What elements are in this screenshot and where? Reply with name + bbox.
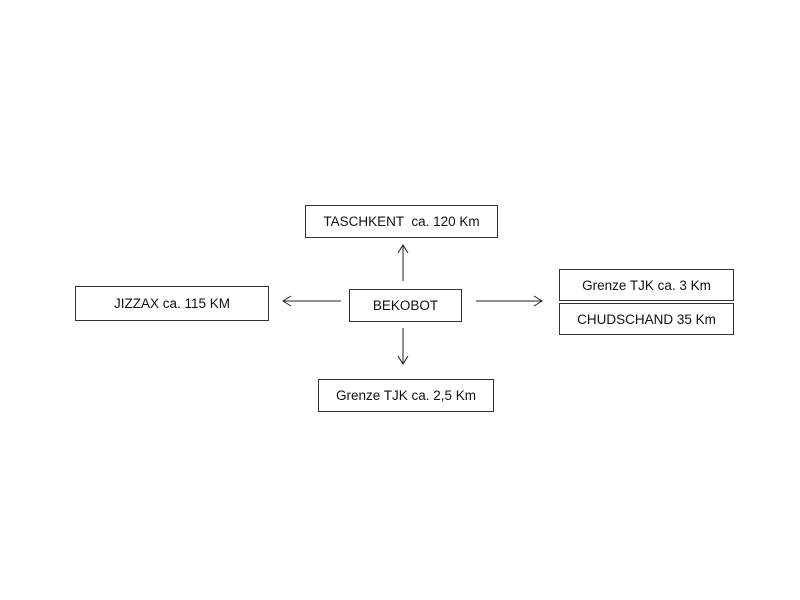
- arrow-right: [476, 295, 543, 307]
- arrow-up: [397, 244, 409, 281]
- node-grenze-tjk-south-label: Grenze TJK ca. 2,5 Km: [335, 388, 477, 403]
- node-chudschand-label: CHUDSCHAND 35 Km: [577, 311, 716, 327]
- arrow-down: [397, 328, 409, 365]
- node-taschkent: TASCHKENT ca. 120 Km: [305, 205, 498, 238]
- node-chudschand: CHUDSCHAND 35 Km: [559, 303, 734, 335]
- arrow-left: [282, 295, 341, 307]
- node-grenze-tjk-east-label: Grenze TJK ca. 3 Km: [582, 277, 711, 293]
- node-grenze-tjk-east: Grenze TJK ca. 3 Km: [559, 269, 734, 301]
- node-bekobot-label: BEKOBOT: [372, 298, 439, 313]
- node-jizzax: JIZZAX ca. 115 KM: [75, 286, 269, 321]
- node-jizzax-label: JIZZAX ca. 115 KM: [113, 296, 231, 311]
- node-taschkent-label: TASCHKENT ca. 120 Km: [323, 214, 480, 229]
- node-grenze-tjk-south: Grenze TJK ca. 2,5 Km: [318, 379, 494, 412]
- node-bekobot: BEKOBOT: [349, 289, 462, 322]
